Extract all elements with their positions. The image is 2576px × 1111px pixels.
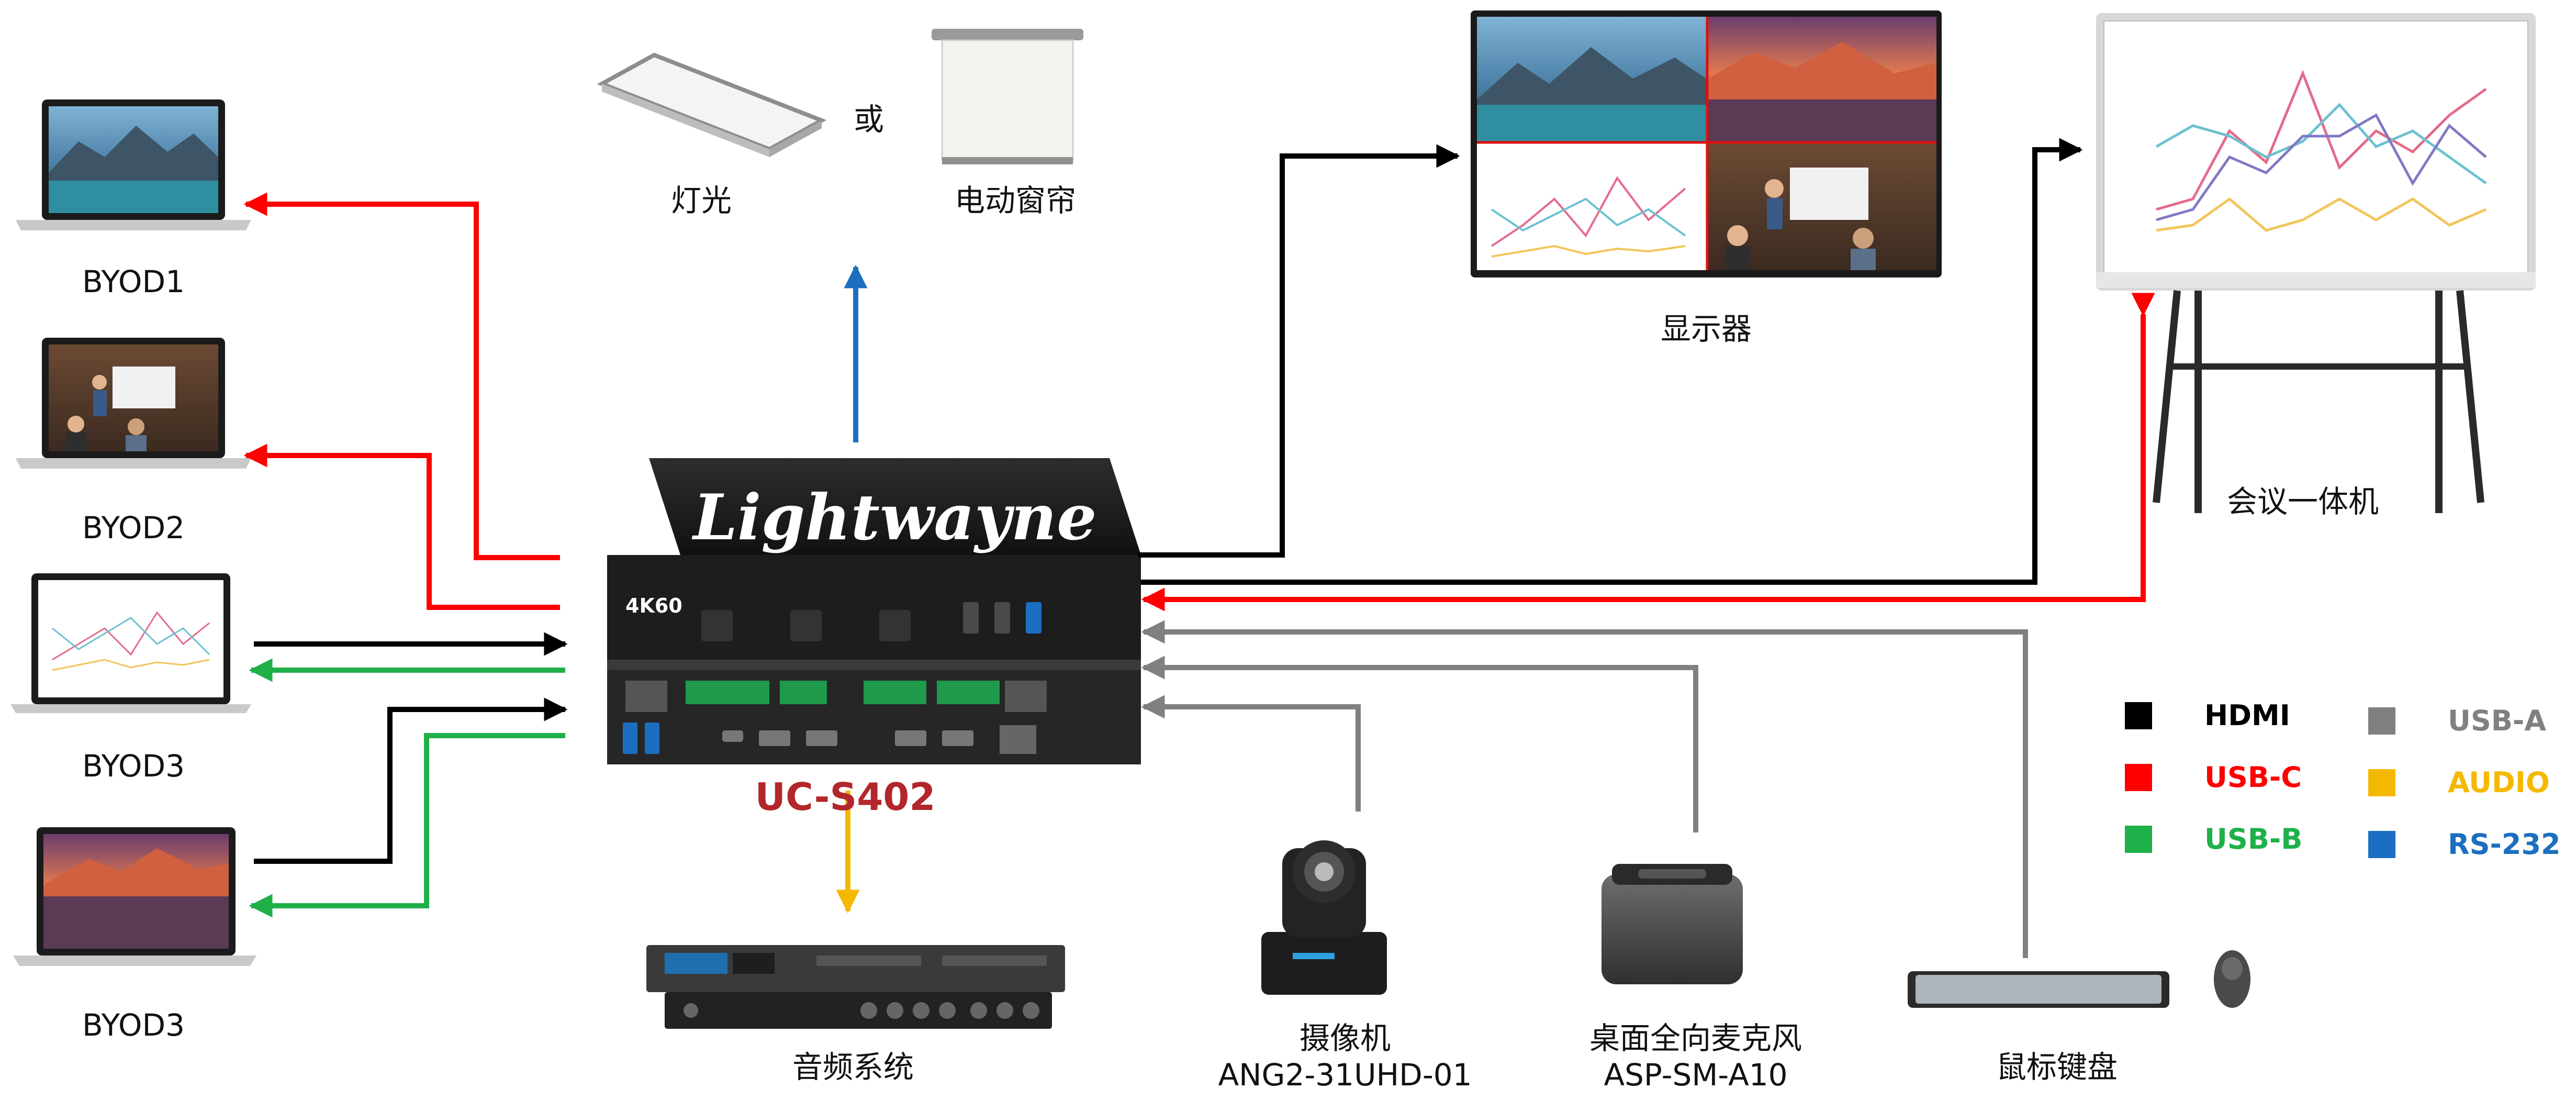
line-hdmi-byod3b xyxy=(254,697,568,864)
laptop-byod2 xyxy=(16,338,251,469)
byod3a-label: BYOD3 xyxy=(82,748,185,784)
legend-swatch-usb-a xyxy=(2368,707,2395,735)
display-monitor xyxy=(1471,10,1942,277)
light-label: 灯光 xyxy=(670,183,732,218)
line-usbb-byod3b xyxy=(249,733,565,918)
audio-label: 音频系统 xyxy=(792,1049,914,1085)
legend-swatch-audio xyxy=(2368,769,2395,796)
legend-swatch-usb-b xyxy=(2125,825,2152,853)
legend-label-usb-a: USB-A xyxy=(2448,704,2547,737)
camera-model-label: ANG2-31UHD-01 xyxy=(1218,1057,1472,1093)
laptop-byod3b xyxy=(13,827,256,966)
line-usbc-board xyxy=(1141,293,2155,612)
board-label: 会议一体机 xyxy=(2226,484,2379,519)
mic-model-label: ASP-SM-A10 xyxy=(1604,1057,1788,1093)
conference-board xyxy=(2096,13,2536,513)
or-label: 或 xyxy=(853,102,884,137)
line-usbc-byod2 xyxy=(243,443,560,610)
legend-swatch-hdmi xyxy=(2125,702,2152,729)
laptop-byod3a xyxy=(10,573,251,713)
legend-swatch-usb-c xyxy=(2125,763,2152,791)
line-usba-peripherals xyxy=(1141,620,2028,958)
switcher-model-label: UC-S402 xyxy=(755,775,936,819)
byod1-label: BYOD1 xyxy=(82,264,185,299)
uc-s402-switcher: Lightwayne 4K60 xyxy=(607,458,1141,764)
connections xyxy=(243,138,2155,958)
mic-label: 桌面全向麦克风 xyxy=(1589,1020,1802,1056)
legend-label-rs232: RS-232 xyxy=(2448,828,2561,861)
table-microphone xyxy=(1601,864,1743,984)
legend-item-usb-a: USB-A xyxy=(2368,704,2546,737)
display-label: 显示器 xyxy=(1660,311,1752,347)
byod3b-label: BYOD3 xyxy=(82,1007,185,1043)
line-usbc-byod1 xyxy=(243,192,560,560)
peripherals-label: 鼠标键盘 xyxy=(1996,1049,2118,1085)
legend-item-rs232: RS-232 xyxy=(2368,828,2561,861)
legend-label-usb-c: USB-C xyxy=(2204,761,2302,794)
ceiling-light-icon xyxy=(597,52,827,157)
switcher-4k60-badge: 4K60 xyxy=(625,594,682,617)
electric-curtain-icon xyxy=(932,29,1083,164)
line-usba-camera xyxy=(1141,695,1361,812)
legend-label-hdmi: HDMI xyxy=(2204,699,2290,732)
keyboard-mouse xyxy=(1908,950,2250,1008)
laptop-byod1 xyxy=(16,99,251,230)
legend-item-usb-b: USB-B xyxy=(2125,823,2302,856)
ptz-camera xyxy=(1261,840,1387,995)
audio-system-device xyxy=(646,945,1065,1029)
line-hdmi-display xyxy=(1138,144,1460,558)
legend-item-hdmi: HDMI xyxy=(2125,699,2290,732)
line-usba-mic xyxy=(1141,656,1698,832)
byod2-label: BYOD2 xyxy=(82,510,185,546)
legend-item-usb-c: USB-C xyxy=(2125,761,2302,794)
legend-label-usb-b: USB-B xyxy=(2204,823,2303,856)
curtain-label: 电动窗帘 xyxy=(954,183,1077,218)
legend-swatch-rs232 xyxy=(2368,830,2395,858)
camera-label: 摄像机 xyxy=(1299,1020,1391,1056)
legend-label-audio: AUDIO xyxy=(2448,766,2550,799)
legend-item-audio: AUDIO xyxy=(2368,766,2550,799)
switcher-brand-logo: Lightwayne xyxy=(692,481,1097,554)
